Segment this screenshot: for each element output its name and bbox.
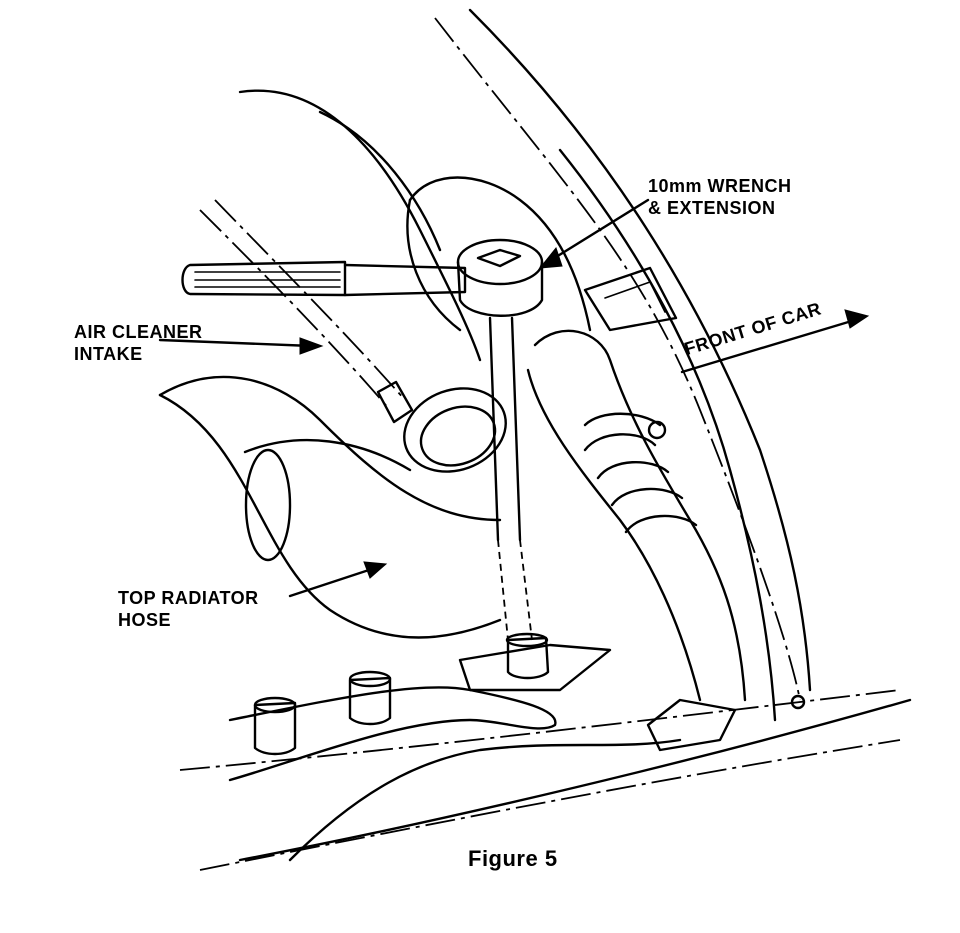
hose-opening-inner	[419, 405, 497, 467]
wrench-leader-line	[546, 198, 650, 264]
pipe-fitting	[646, 698, 737, 752]
upper-duct-lower	[406, 198, 462, 332]
radiator-leader-arrowhead	[363, 561, 388, 579]
air-cleaner-housing	[238, 89, 482, 362]
ratchet-head-top	[456, 238, 544, 286]
cap-center	[348, 676, 392, 726]
air-cleaner-housing-inner	[318, 110, 442, 252]
radiator-hose-outline-top	[158, 375, 502, 522]
ratchet-switch	[476, 248, 522, 268]
hood-edge-line	[434, 17, 801, 701]
corrugation-4	[624, 514, 698, 534]
cap-left-top	[253, 696, 297, 714]
radiator-hose-outline-bottom	[158, 393, 502, 639]
radiator-hose-end	[244, 448, 292, 562]
bracket-inner	[604, 281, 666, 313]
socket-top	[505, 632, 549, 648]
socket	[506, 636, 550, 680]
intake-clamp	[376, 380, 414, 424]
air-cleaner-leader-line	[158, 338, 314, 348]
engine-plate	[458, 643, 612, 692]
front-of-car-arrow-line	[680, 318, 857, 374]
wrench-handle	[181, 260, 347, 297]
air-cleaner-leader-arrowhead	[299, 337, 324, 355]
extension-bar-right	[510, 316, 522, 542]
air-cleaner-label-line-2: INTAKE	[74, 344, 143, 364]
engine-base-curve	[288, 738, 682, 862]
fender-inner-curve	[558, 148, 777, 722]
upper-duct	[408, 176, 592, 332]
radiator-label-line-1: TOP RADIATOR	[118, 588, 259, 608]
intake-duct-line-1	[199, 209, 391, 411]
front-of-car-arrowhead	[844, 309, 870, 329]
fender-outer-curve	[468, 8, 812, 692]
radiator-label-line-2: HOSE	[118, 610, 172, 630]
wrench-grip	[194, 271, 341, 288]
cap-left	[253, 701, 297, 756]
radiator-hose-neck	[243, 438, 412, 472]
wrench-label-line-1: 10mm WRENCH	[648, 176, 792, 196]
wrench-neck	[343, 263, 467, 297]
right-hose-top	[533, 329, 747, 702]
corrugation-1	[583, 433, 657, 452]
frame-line-1	[179, 689, 901, 771]
extension-bar-left	[488, 316, 500, 542]
frame-edge	[238, 698, 912, 862]
hose-clamp	[583, 412, 662, 427]
figure-caption: Figure 5	[468, 846, 558, 871]
corrugation-3	[610, 487, 684, 507]
wrench-leader-arrowhead	[538, 246, 563, 269]
corrugation-2	[596, 461, 670, 480]
cap-center-top	[348, 670, 392, 688]
extension-hidden-left	[497, 539, 509, 641]
engine-rail	[228, 686, 557, 782]
frame-line-2	[199, 739, 901, 871]
frame-bolt	[790, 694, 806, 710]
radiator-leader-line	[288, 566, 377, 598]
ratchet-head-body	[456, 260, 544, 317]
air-cleaner-label-line-1: AIR CLEANER	[74, 322, 203, 342]
right-hose-bottom	[526, 368, 702, 702]
clamp-screw	[647, 420, 667, 440]
bracket	[583, 266, 678, 332]
extension-hidden-right	[519, 539, 533, 641]
wrench-label-line-2: & EXTENSION	[648, 198, 776, 218]
intake-duct-line-2	[214, 199, 406, 401]
hose-opening-outer	[403, 387, 507, 473]
